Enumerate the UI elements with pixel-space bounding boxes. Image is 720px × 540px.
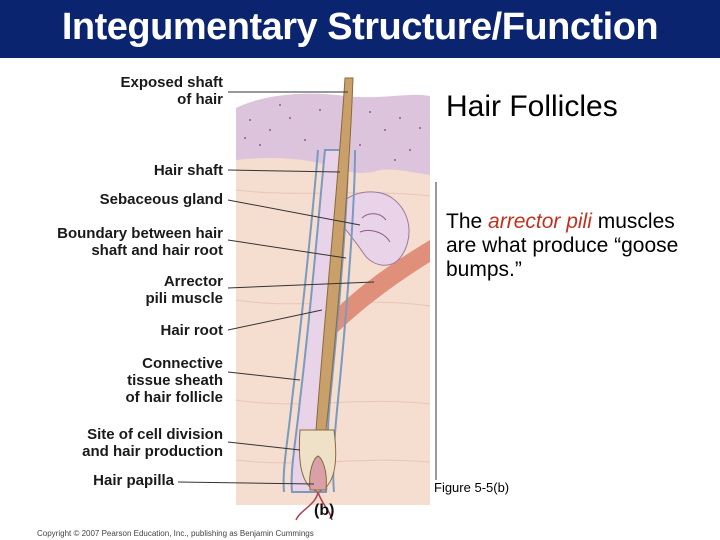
arrector-pili-emphasis: arrector pili bbox=[488, 210, 592, 233]
title-bar bbox=[0, 0, 720, 58]
slide-title: Integumentary Structure/Function bbox=[61, 6, 659, 48]
label-hair-papilla: Hair papilla bbox=[93, 472, 174, 489]
hair-papilla bbox=[309, 455, 327, 491]
connective-tissue-sheath bbox=[282, 149, 319, 493]
epidermis-dots bbox=[244, 104, 421, 161]
epidermis bbox=[236, 93, 430, 175]
panel-label: (b) bbox=[314, 502, 335, 519]
section-heading: Hair Follicles bbox=[446, 90, 618, 123]
hair-follicle-illustration bbox=[177, 77, 437, 521]
label-hair-root: Hair root bbox=[160, 322, 223, 339]
label-sebaceous-gland: Sebaceous gland bbox=[99, 191, 223, 208]
sebaceous-gland bbox=[339, 191, 410, 266]
papilla-vessel bbox=[295, 491, 333, 521]
body-text: The arrector pili muscles are what produ… bbox=[446, 210, 679, 281]
leader-lines bbox=[177, 91, 437, 485]
copyright-notice: Copyright © 2007 Pearson Education, Inc.… bbox=[37, 529, 314, 538]
figure-caption: Figure 5-5(b) bbox=[434, 480, 510, 495]
label-hair-shaft: Hair shaft bbox=[153, 162, 223, 179]
